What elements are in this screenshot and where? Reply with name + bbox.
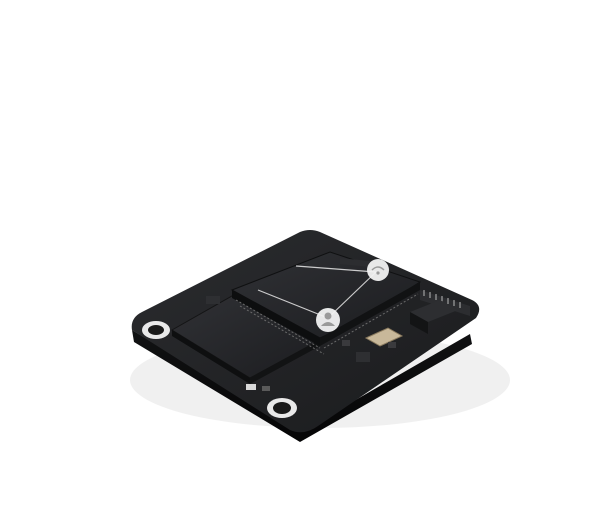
- smd-component: [206, 296, 220, 304]
- smd-component: [356, 352, 370, 362]
- mounting-hole: [267, 398, 297, 418]
- mounting-hole: [142, 321, 170, 339]
- wifi-node-icon: [367, 259, 389, 281]
- smd-component: [342, 340, 350, 346]
- user-node-icon: [316, 308, 340, 332]
- smd-component: [246, 384, 256, 390]
- connector-block: [410, 300, 458, 322]
- network-overlay: [257, 265, 377, 319]
- smd-component: [262, 386, 270, 391]
- pin-header: [235, 293, 419, 355]
- smd-component: [388, 342, 396, 348]
- crystal-oscillator: [364, 327, 404, 347]
